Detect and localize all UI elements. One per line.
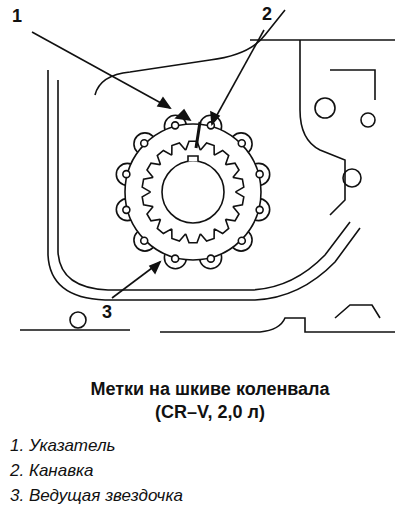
block-edge (330, 70, 375, 100)
gear-teeth (142, 141, 244, 243)
shaft-bore (162, 161, 224, 223)
pointer-mark (176, 110, 190, 120)
timing-groove (196, 122, 200, 148)
housing-inner-outline (58, 80, 350, 290)
rim-hole (256, 171, 263, 178)
rim-hole (141, 140, 148, 147)
rim-hole (172, 255, 179, 262)
block-edge (300, 40, 345, 215)
rim-hole (141, 237, 148, 244)
rim-hole (256, 206, 263, 213)
sprocket-rim (125, 124, 261, 260)
legend-item: 3. Ведущая звездочка (10, 486, 183, 506)
callout-number: 2 (262, 4, 272, 25)
bolt (70, 312, 86, 328)
crankshaft-sprocket-illustration (0, 0, 400, 350)
rim-hole (123, 171, 130, 178)
bolt (343, 169, 361, 187)
cover-edge (250, 39, 395, 41)
arrow-head (150, 262, 160, 273)
rim-hole (172, 122, 179, 129)
figure-caption: Метки на шкиве коленвала (CR–V, 2,0 л) (75, 378, 345, 423)
callout-number: 1 (12, 6, 22, 27)
rim-hole (238, 237, 245, 244)
leader-line (212, 30, 264, 124)
legend-item: 1. Указатель (10, 436, 115, 456)
rim-hole (123, 206, 130, 213)
leader-line (112, 262, 160, 298)
pan-edge (20, 318, 395, 332)
leader-line (32, 32, 170, 108)
housing-outline (48, 70, 360, 300)
bolt (315, 98, 335, 118)
rim-hole (207, 255, 214, 262)
drive-sprocket (116, 115, 269, 268)
keyway (188, 156, 198, 162)
pan-boss (335, 305, 380, 318)
legend-item: 2. Канавка (10, 461, 94, 481)
arrow-head (158, 98, 170, 108)
bolt (361, 113, 375, 127)
arrow-head (211, 112, 219, 124)
rim-hole (238, 140, 245, 147)
callout-number: 3 (102, 302, 112, 323)
